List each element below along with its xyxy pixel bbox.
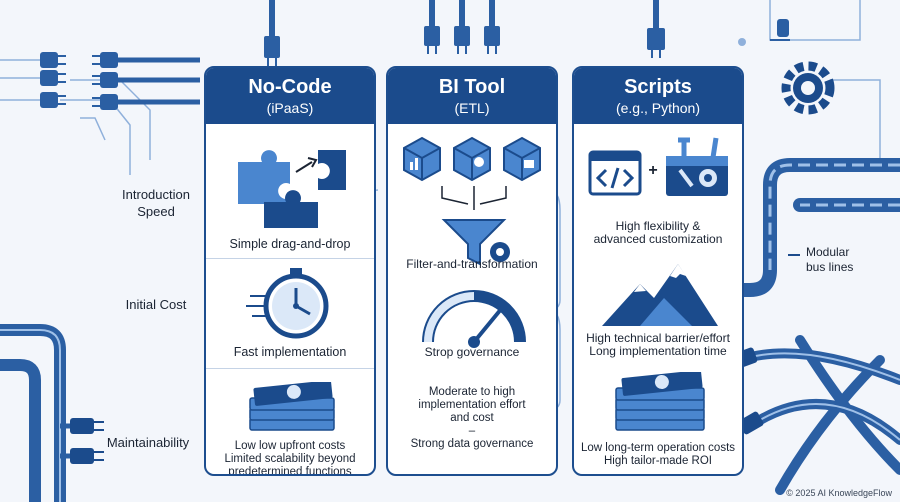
card-subtitle: (ETL) bbox=[454, 99, 490, 116]
caption-high-flexibility: High flexibility & advanced customizatio… bbox=[593, 219, 723, 246]
row-label-maintainability: Maintainability bbox=[106, 435, 190, 450]
card-header: No-Code (iPaaS) bbox=[206, 68, 374, 124]
card-title: Scripts bbox=[624, 75, 692, 98]
modular-bus-lines-label: Modular bus lines bbox=[806, 245, 854, 274]
card-body: Filter-and-transformation Strop governan… bbox=[388, 124, 556, 474]
money-stack-icon bbox=[615, 372, 705, 431]
row-label-initial-cost: Initial Cost bbox=[125, 297, 187, 312]
card-no-code: No-Code (iPaaS) Simple drag-and-drop Fas… bbox=[204, 66, 376, 476]
caption-fast-implementation: Fast implementation bbox=[233, 345, 347, 359]
toolbox-icon bbox=[666, 137, 728, 196]
divider bbox=[206, 258, 374, 259]
caption-low-upfront-costs: Low low upfront costs Limited scalabilit… bbox=[224, 440, 356, 476]
caption-strop-governance: Strop governance bbox=[424, 345, 520, 359]
card-scripts: Scripts (e.g., Python) + High flexibilit… bbox=[572, 66, 744, 476]
card-header: BI Tool (ETL) bbox=[388, 68, 556, 124]
copyright-text: © 2025 AI KnowledgeFlow bbox=[786, 488, 892, 498]
card-title: No-Code bbox=[248, 75, 332, 98]
card-header: Scripts (e.g., Python) bbox=[574, 68, 742, 124]
row-label-introduction-speed: Introduction Speed bbox=[122, 187, 190, 219]
filter-funnel-icon bbox=[441, 186, 510, 266]
card-body: + High flexibility & advanced customizat… bbox=[574, 124, 742, 474]
card-body: Simple drag-and-drop Fast implementation… bbox=[206, 124, 374, 474]
puzzle-icon bbox=[238, 150, 346, 228]
card-title: BI Tool bbox=[438, 75, 506, 98]
money-stack-icon bbox=[249, 382, 335, 431]
data-cubes-icon bbox=[403, 136, 541, 182]
gauge-icon bbox=[422, 290, 526, 348]
plus-sign: + bbox=[648, 162, 658, 179]
stopwatch-icon bbox=[246, 268, 329, 339]
card-subtitle: (iPaaS) bbox=[266, 99, 314, 116]
caption-high-technical-barrier: High technical barrier/effort Long imple… bbox=[586, 331, 730, 358]
caption-filter-and-transformation: Filter-and-transformation bbox=[406, 257, 538, 271]
card-bi-tool: BI Tool (ETL) Filter-and-transformation bbox=[386, 66, 558, 476]
caption-low-long-term-costs: Low long-term operation costs High tailo… bbox=[580, 442, 736, 467]
caption-drag-and-drop: Simple drag-and-drop bbox=[229, 237, 351, 251]
divider bbox=[206, 368, 374, 369]
code-window-icon bbox=[588, 150, 642, 196]
card-subtitle: (e.g., Python) bbox=[615, 99, 701, 116]
mountain-icon bbox=[602, 264, 718, 326]
caption-implementation-effort: Moderate to high implementation effort a… bbox=[410, 386, 534, 450]
